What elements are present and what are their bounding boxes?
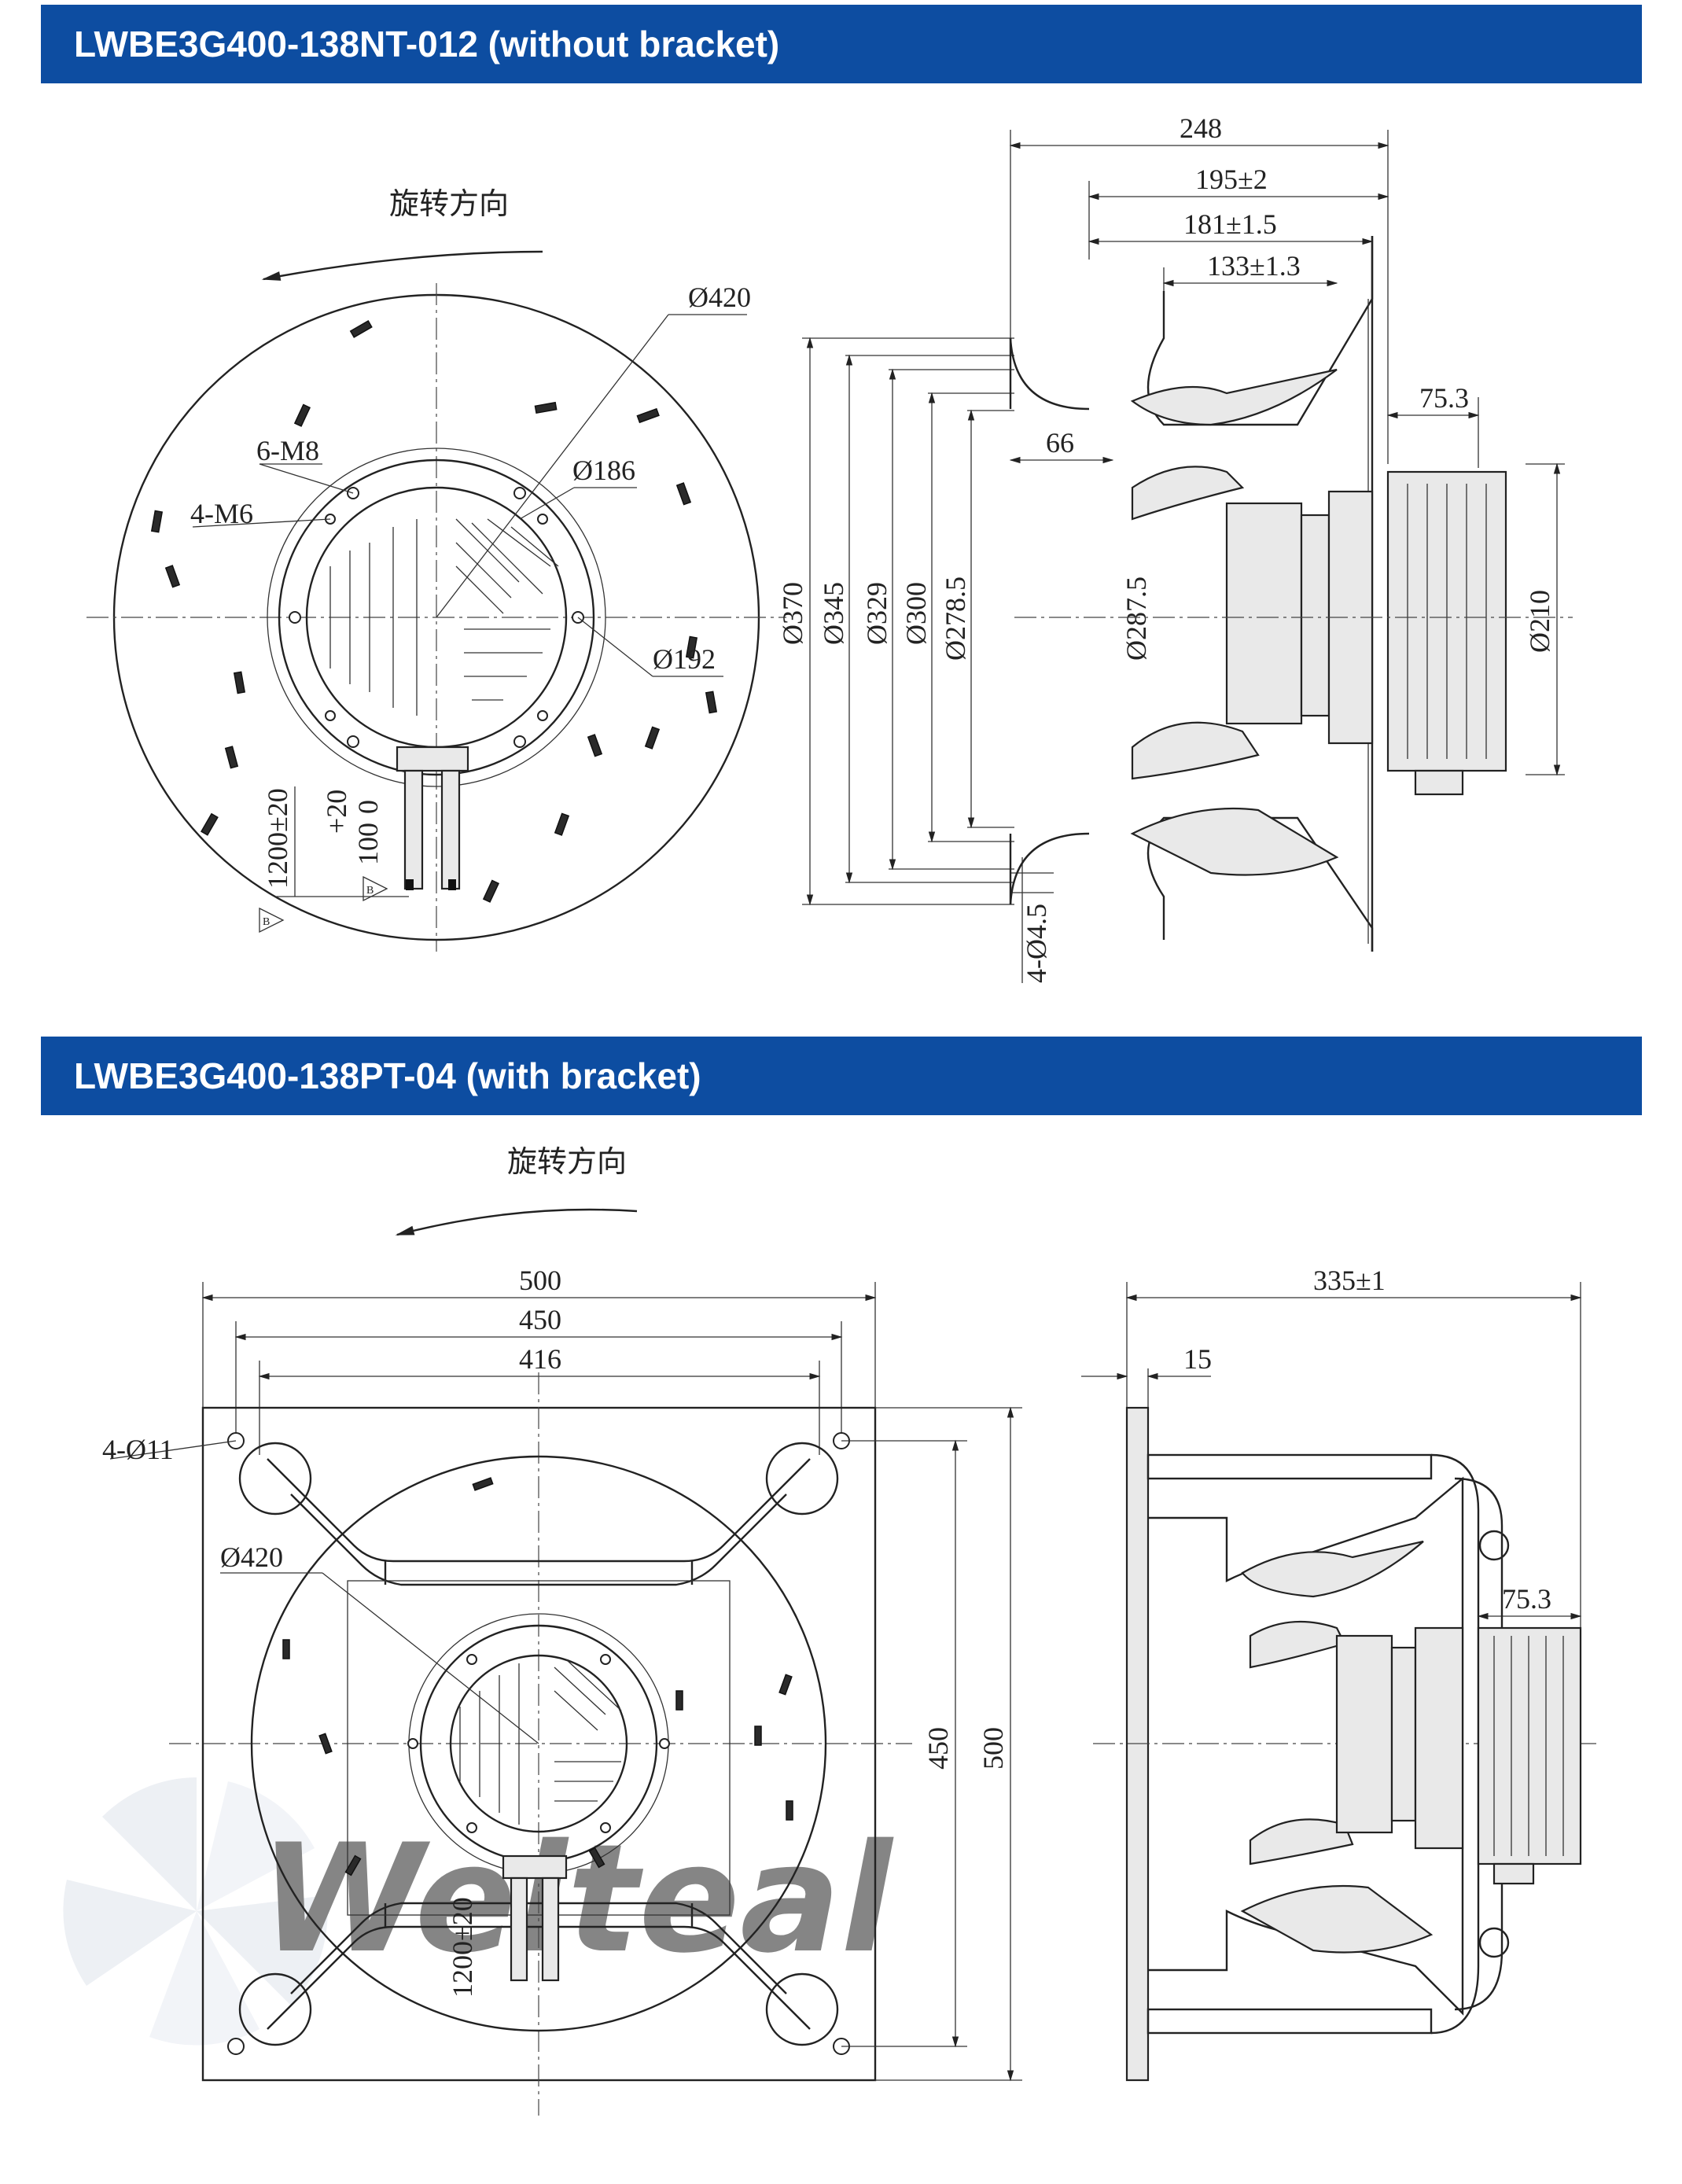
support-legs xyxy=(238,1442,839,2046)
dim-top-4m6: 4-M6 xyxy=(190,498,253,529)
dim-top-cable-length: 1200±20 xyxy=(262,788,293,889)
dim-bottom-d420: Ø420 xyxy=(220,1541,283,1573)
dim-top-d186: Ø186 xyxy=(572,455,635,486)
dim-bottom-450-height: 450 xyxy=(922,1727,954,1770)
motor-fins-bottom xyxy=(459,1659,622,1825)
dim-bottom-side-15: 15 xyxy=(1183,1343,1212,1375)
rotation-direction-label-bottom: 旋转方向 xyxy=(507,1144,627,1179)
dim-bottom-450-width: 450 xyxy=(519,1304,561,1335)
dim-top-6m8: 6-M8 xyxy=(256,435,319,466)
watermark: Weiteal xyxy=(63,1777,894,2046)
section-banner-without-bracket: LWBE3G400-138NT-012 (without bracket) xyxy=(41,5,1642,83)
motor-ribs-bottom xyxy=(1493,1636,1564,1856)
dim-top-d192: Ø192 xyxy=(653,643,716,675)
dim-side-195: 195±2 xyxy=(1195,164,1268,195)
dim-top-hundred: 100 xyxy=(352,823,384,865)
top-front-view: 旋转方向 xyxy=(86,186,786,952)
watermark-text: Weiteal xyxy=(259,1812,894,1986)
cable-outlet-top xyxy=(396,746,469,890)
dim-bottom-416-width: 416 xyxy=(519,1343,561,1375)
rotation-arrow-bottom xyxy=(395,1208,638,1236)
dim-bottom-holes: 4-Ø11 xyxy=(102,1434,174,1465)
section-banner-with-bracket: LWBE3G400-138PT-04 (with bracket) xyxy=(41,1037,1642,1115)
dim-bottom-side-75: 75.3 xyxy=(1502,1583,1551,1615)
rotation-direction-label-top: 旋转方向 xyxy=(389,186,509,221)
dim-top-plus20: +20 xyxy=(321,790,352,834)
dim-side-133: 133±1.3 xyxy=(1207,250,1301,282)
dim-bottom-side-335: 335±1 xyxy=(1313,1265,1386,1296)
dim-side-d300: Ø300 xyxy=(900,582,932,645)
dim-bottom-500-height: 500 xyxy=(977,1727,1009,1770)
dim-side-d329: Ø329 xyxy=(861,582,893,645)
dim-side-75: 75.3 xyxy=(1419,382,1469,414)
bottom-front-view: 旋转方向 500 450 416 4-Ø11 450 xyxy=(102,1144,1022,2116)
dim-top-d420: Ø420 xyxy=(688,282,751,313)
motor-ribs-top xyxy=(1407,484,1487,759)
vent-slots-bottom xyxy=(282,1477,793,1876)
bottom-side-view: 335±1 15 75.3 xyxy=(1081,1265,1596,2082)
top-side-view: 248 195±2 181±1.5 133±1.3 75.3 66 xyxy=(777,112,1573,983)
rotation-arrow-top xyxy=(261,250,543,281)
dim-side-248: 248 xyxy=(1180,112,1222,144)
section-mark-b-1: B xyxy=(263,916,270,928)
dim-bottom-cable-length: 1200±20 xyxy=(447,1897,478,1998)
dim-side-d345: Ø345 xyxy=(818,582,849,645)
dim-side-d210: Ø210 xyxy=(1524,590,1555,653)
section-mark-b-2: B xyxy=(366,885,374,897)
dim-bottom-500-width: 500 xyxy=(519,1265,561,1296)
mounting-holes-bottom xyxy=(407,1654,670,1833)
vent-slots-top xyxy=(150,320,718,903)
dim-side-holes: 4-Ø4.5 xyxy=(1021,904,1052,983)
cable-outlet-bottom xyxy=(502,1854,568,1982)
dim-side-181: 181±1.5 xyxy=(1183,208,1277,240)
dim-side-d287: Ø287.5 xyxy=(1121,576,1152,661)
watermark-fan-icon xyxy=(63,1777,328,2046)
dim-side-66: 66 xyxy=(1046,427,1074,459)
dim-side-d370: Ø370 xyxy=(777,582,808,645)
dim-top-zero: 0 xyxy=(352,800,384,814)
bracket-rods-side xyxy=(1146,1453,1510,2035)
dim-side-d278: Ø278.5 xyxy=(940,576,971,661)
